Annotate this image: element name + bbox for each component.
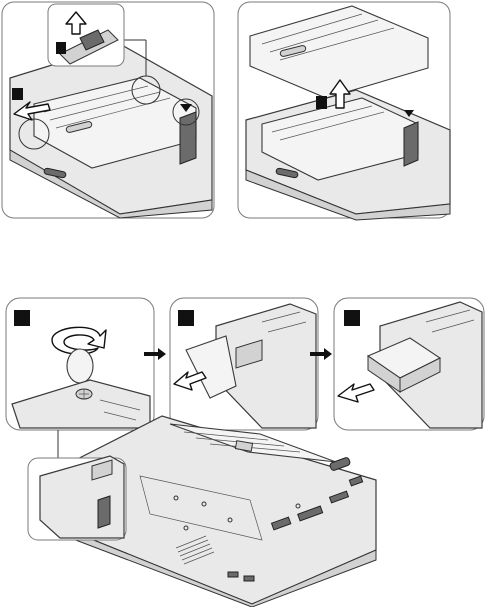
bay-latch-slot: [404, 122, 418, 166]
laptop-underside-view: [28, 416, 376, 607]
panel-battery-latch: [2, 2, 214, 218]
front-indicator-1: [228, 572, 238, 577]
step-marker-6: [344, 310, 360, 326]
panel-remove-cover: [170, 298, 318, 430]
step-marker-5: [178, 310, 194, 326]
battery-latch-slot: [180, 112, 196, 164]
step-marker-1: [56, 42, 66, 54]
step-marker-2: [12, 88, 23, 100]
panel-loosen-screw: [6, 298, 154, 430]
screw-cover-cap: [67, 349, 93, 383]
step-marker-4: [14, 310, 30, 326]
step-marker-3: [316, 96, 327, 109]
panel-lift-battery: [238, 2, 450, 220]
inset-hdd-slot: [98, 496, 110, 528]
front-indicator-2: [244, 576, 254, 581]
panel-slide-drive: [334, 298, 484, 430]
